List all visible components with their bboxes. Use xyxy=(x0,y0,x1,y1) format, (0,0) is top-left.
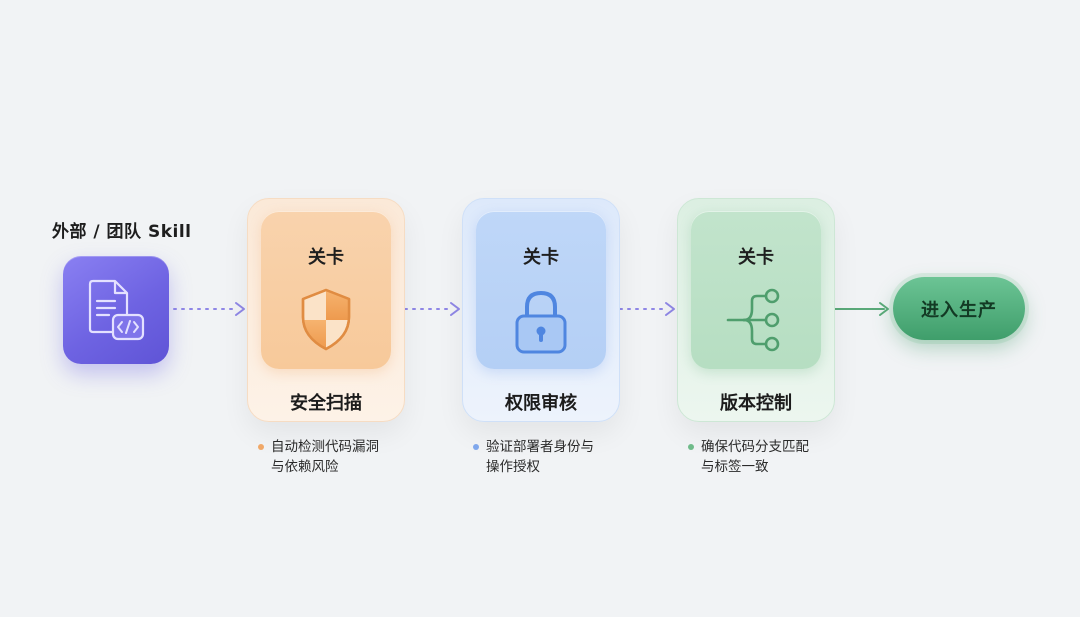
gate-inner-panel: 关卡 xyxy=(691,211,821,369)
code-document-icon xyxy=(88,279,145,341)
description-line: 操作授权 xyxy=(486,459,540,475)
gate-security-scan[interactable]: 关卡 安全扫描 xyxy=(247,198,405,422)
bullet-dot xyxy=(258,444,264,450)
description-line: 自动检测代码漏洞 xyxy=(271,439,379,455)
branch-icon xyxy=(726,288,780,352)
description-line: 确保代码分支匹配 xyxy=(701,439,809,455)
production-pill[interactable]: 进入生产 xyxy=(893,277,1025,340)
bullet-dot xyxy=(688,444,694,450)
gate-description: 验证部署者身份与 操作授权 xyxy=(473,437,623,477)
source-title: 外部 / 团队 Skill xyxy=(52,222,192,242)
lock-icon xyxy=(515,290,567,354)
gate-name: 版本控制 xyxy=(720,393,792,414)
shield-icon xyxy=(301,288,351,351)
connector-gate1-to-gate2 xyxy=(404,302,460,316)
gate-inner-panel: 关卡 xyxy=(261,211,391,369)
gate-label: 关卡 xyxy=(523,247,559,268)
gate-permission-review[interactable]: 关卡 权限审核 xyxy=(462,198,620,422)
description-line: 与标签一致 xyxy=(701,459,769,475)
bullet-dot xyxy=(473,444,479,450)
connector-gate2-to-gate3 xyxy=(619,302,675,316)
gate-name: 权限审核 xyxy=(505,393,577,414)
description-line: 与依赖风险 xyxy=(271,459,339,475)
connector-source-to-gate1 xyxy=(173,302,245,316)
gate-name: 安全扫描 xyxy=(290,393,362,414)
gate-inner-panel: 关卡 xyxy=(476,211,606,369)
gate-label: 关卡 xyxy=(308,247,344,268)
connector-gate3-to-production xyxy=(834,302,889,316)
gate-version-control[interactable]: 关卡 版本控制 xyxy=(677,198,835,422)
source-tile[interactable] xyxy=(63,256,169,364)
gate-description: 自动检测代码漏洞 与依赖风险 xyxy=(258,437,408,477)
gate-label: 关卡 xyxy=(738,247,774,268)
description-line: 验证部署者身份与 xyxy=(486,439,594,455)
gate-description: 确保代码分支匹配 与标签一致 xyxy=(688,437,838,477)
